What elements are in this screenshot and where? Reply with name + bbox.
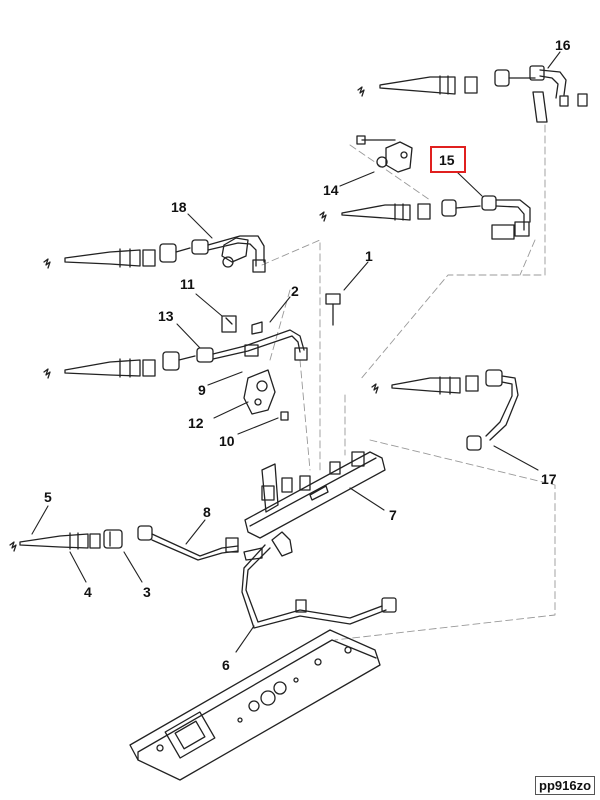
- injector-18: [43, 235, 266, 273]
- figure-code: pp916zo: [535, 776, 596, 795]
- callout-15-highlight-box: [430, 146, 466, 173]
- callout-15[interactable]: 15: [439, 152, 455, 168]
- bolt-1: [325, 293, 341, 326]
- injector-4: [9, 532, 101, 552]
- callout-10[interactable]: 10: [219, 433, 235, 449]
- callout-16[interactable]: 16: [555, 37, 571, 53]
- callout-2[interactable]: 2: [291, 283, 299, 299]
- callout-4[interactable]: 4: [84, 584, 92, 600]
- injector-16: [357, 65, 588, 123]
- nut-3: [103, 529, 123, 549]
- line-8: [137, 525, 239, 561]
- callout-3[interactable]: 3: [143, 584, 151, 600]
- bracket-12: [243, 369, 289, 421]
- baseplate: [129, 629, 381, 781]
- callout-8[interactable]: 8: [203, 504, 211, 520]
- callout-13[interactable]: 13: [158, 308, 174, 324]
- callout-11[interactable]: 11: [180, 276, 195, 292]
- reference-lines: [261, 124, 556, 641]
- callout-6[interactable]: 6: [222, 657, 230, 673]
- injector-13: [43, 315, 308, 379]
- injector-17: [371, 369, 519, 451]
- callout-9[interactable]: 9: [198, 382, 206, 398]
- callout-14[interactable]: 14: [323, 182, 339, 198]
- callout-17[interactable]: 17: [541, 471, 557, 487]
- callout-5[interactable]: 5: [44, 489, 52, 505]
- callout-12[interactable]: 12: [188, 415, 204, 431]
- leader-lines: [31, 51, 561, 653]
- callout-1[interactable]: 1: [365, 248, 373, 264]
- callout-18[interactable]: 18: [171, 199, 187, 215]
- callout-7[interactable]: 7: [389, 507, 397, 523]
- return-line-6: [241, 531, 397, 629]
- injector-15: [319, 195, 531, 240]
- bracket-14: [356, 135, 413, 173]
- fuel-rail-7: [244, 451, 386, 539]
